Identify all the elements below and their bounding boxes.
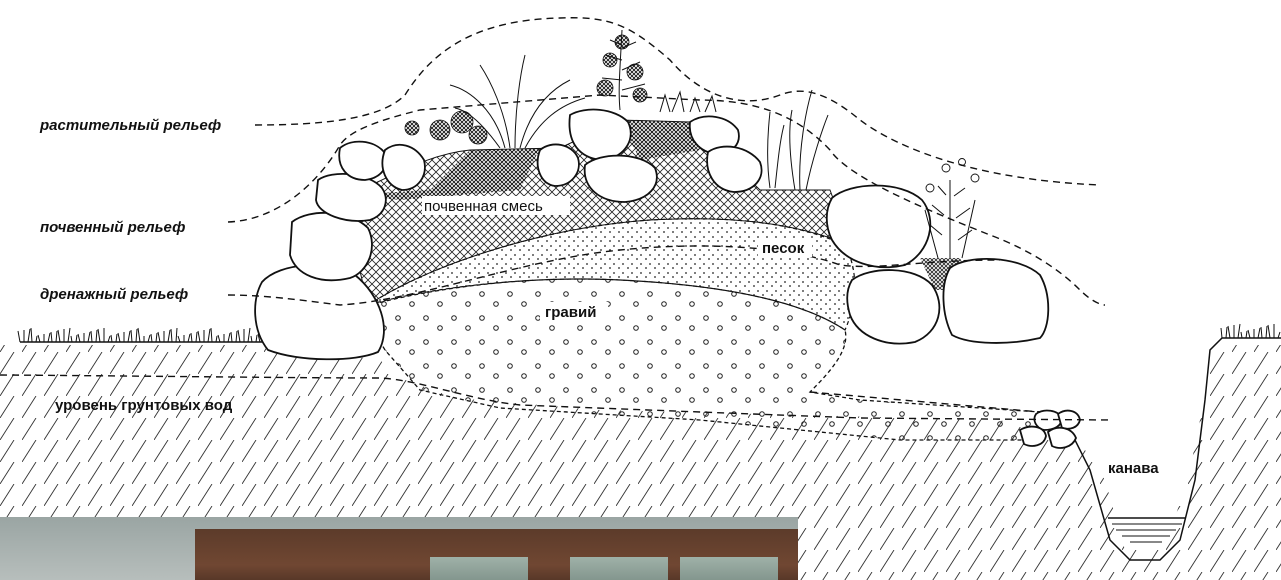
brick-hole xyxy=(430,557,528,580)
brick-hole xyxy=(680,557,778,580)
svg-text:почвенный рельеф: почвенный рельеф xyxy=(40,219,185,236)
label-gravel: гравий xyxy=(540,302,608,322)
label-sand: песок xyxy=(758,238,812,257)
left-ground-grass xyxy=(18,328,262,342)
svg-text:растительный рельеф: растительный рельеф xyxy=(39,117,221,134)
svg-text:гравий: гравий xyxy=(545,304,596,321)
label-groundwater-level: уровень грунтовых вод xyxy=(55,397,233,414)
brick-hole xyxy=(570,557,668,580)
label-drainage-relief: дренажный рельеф xyxy=(40,286,188,303)
svg-text:дренажный рельеф: дренажный рельеф xyxy=(40,286,188,303)
svg-text:песок: песок xyxy=(762,240,805,257)
label-soil-relief: почвенный рельеф xyxy=(40,219,185,236)
svg-text:почвенная смесь: почвенная смесь xyxy=(424,198,543,215)
brick-photo-strip xyxy=(0,517,798,580)
label-plant-relief: растительный рельеф xyxy=(39,117,221,134)
svg-text:канава: канава xyxy=(1108,460,1159,477)
label-ditch: канава xyxy=(1104,458,1172,478)
label-soil-mix: почвенная смесь xyxy=(422,196,570,215)
svg-text:уровень грунтовых вод: уровень грунтовых вод xyxy=(55,397,233,414)
